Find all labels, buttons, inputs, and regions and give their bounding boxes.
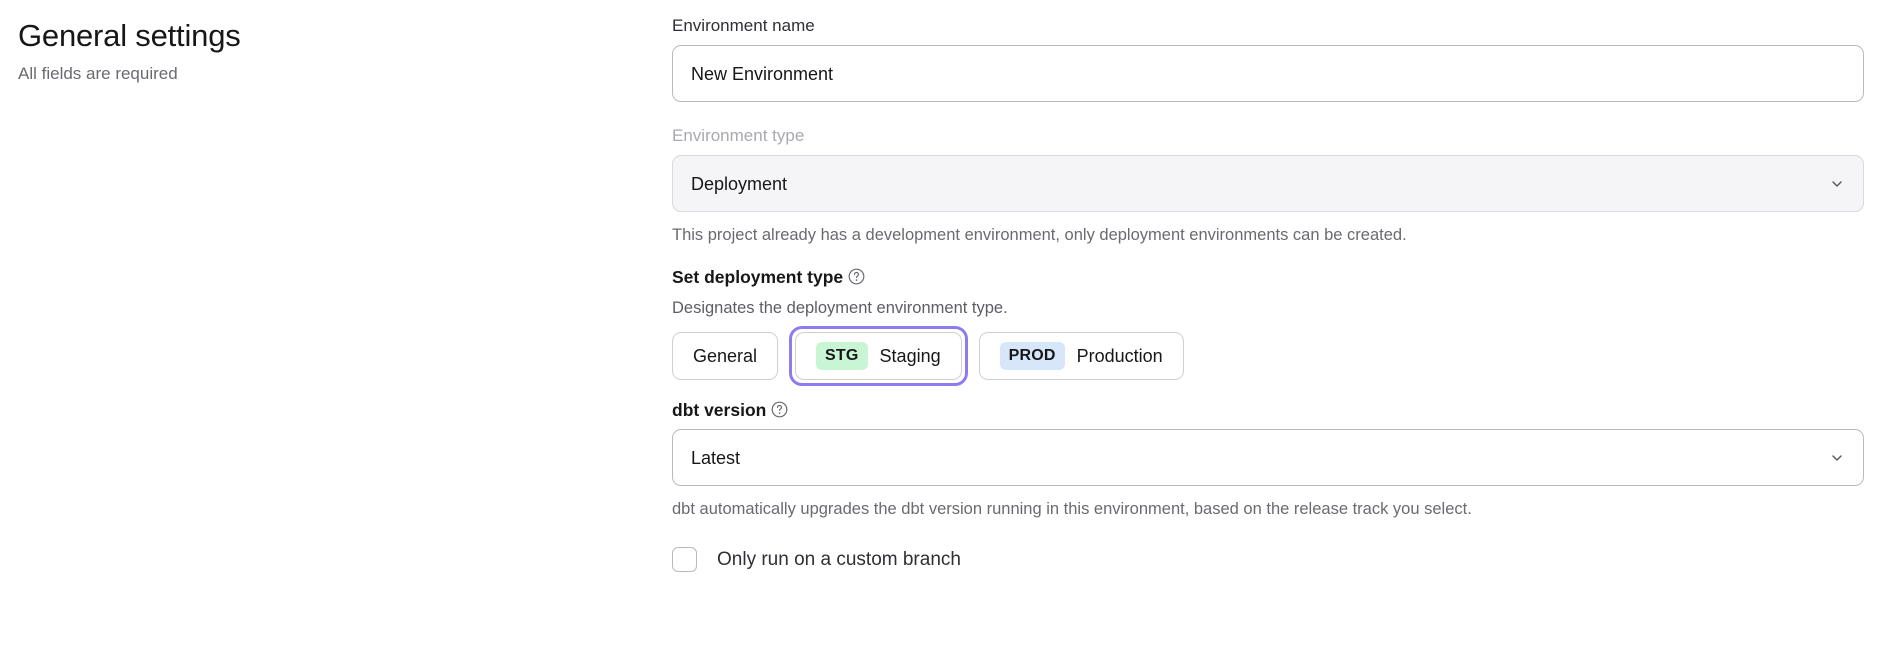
environment-type-select[interactable]: Deployment bbox=[672, 155, 1864, 212]
stg-badge: STG bbox=[816, 342, 868, 370]
page-subtitle: All fields are required bbox=[18, 64, 178, 83]
environment-type-field: Environment type Deployment This project… bbox=[672, 124, 1864, 247]
dbt-version-label: dbt version bbox=[672, 398, 1864, 422]
deployment-option-production[interactable]: PROD Production bbox=[978, 332, 1184, 380]
deployment-option-staging-label: Staging bbox=[879, 346, 941, 366]
deployment-option-production-label: Production bbox=[1076, 346, 1163, 366]
dbt-version-label-text: dbt version bbox=[672, 400, 767, 420]
dbt-version-value: Latest bbox=[691, 447, 741, 468]
environment-name-field: Environment name New Environment bbox=[672, 14, 1864, 102]
dbt-version-helper: dbt automatically upgrades the dbt versi… bbox=[672, 500, 1472, 518]
settings-form: Environment name New Environment Environ… bbox=[672, 14, 1864, 572]
environment-type-value: Deployment bbox=[691, 173, 788, 194]
help-circle-icon[interactable] bbox=[848, 268, 865, 285]
dbt-version-select[interactable]: Latest bbox=[672, 429, 1864, 486]
page-title: General settings bbox=[18, 18, 241, 53]
page-heading-block: General settings All fields are required bbox=[18, 16, 618, 86]
custom-branch-row: Only run on a custom branch bbox=[672, 547, 1864, 572]
help-circle-icon[interactable] bbox=[771, 401, 788, 418]
environment-type-label: Environment type bbox=[672, 126, 805, 145]
deployment-option-staging-wrap: STG Staging bbox=[789, 326, 968, 386]
prod-badge: PROD bbox=[999, 342, 1065, 370]
deployment-type-label-text: Set deployment type bbox=[672, 267, 844, 287]
deployment-type-options: General STG Staging PROD Production bbox=[672, 326, 1864, 386]
dbt-version-field: dbt version Latest dbt automatically upg… bbox=[672, 398, 1864, 521]
custom-branch-checkbox[interactable] bbox=[672, 547, 697, 572]
deployment-option-general[interactable]: General bbox=[672, 332, 779, 380]
deployment-type-field: Set deployment type Designates the deplo… bbox=[672, 265, 1864, 386]
deployment-type-label: Set deployment type bbox=[672, 265, 1864, 289]
deployment-option-staging[interactable]: STG Staging bbox=[795, 332, 962, 380]
deployment-type-description: Designates the deployment environment ty… bbox=[672, 299, 1008, 317]
custom-branch-label[interactable]: Only run on a custom branch bbox=[717, 548, 961, 570]
environment-type-helper: This project already has a development e… bbox=[672, 226, 1407, 244]
chevron-down-icon bbox=[1830, 177, 1844, 191]
environment-name-value: New Environment bbox=[691, 63, 834, 84]
chevron-down-icon bbox=[1830, 451, 1844, 465]
deployment-option-production-wrap: PROD Production bbox=[978, 332, 1184, 380]
deployment-option-general-label: General bbox=[693, 346, 758, 366]
deployment-option-general-wrap: General bbox=[672, 332, 779, 380]
environment-name-label: Environment name bbox=[672, 16, 815, 35]
environment-name-input[interactable]: New Environment bbox=[672, 45, 1864, 102]
